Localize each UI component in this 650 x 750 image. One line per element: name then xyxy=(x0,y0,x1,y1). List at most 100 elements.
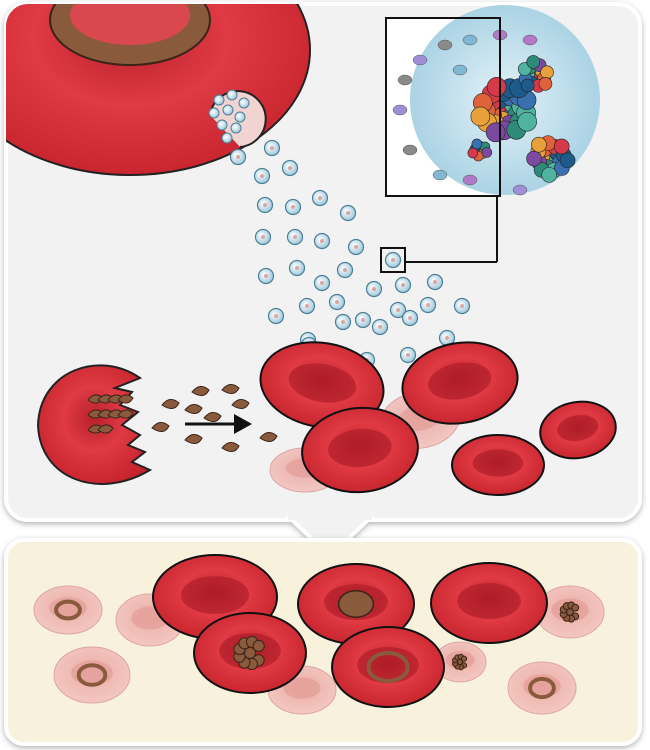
red-blood-cells xyxy=(259,341,617,496)
protein xyxy=(467,147,479,159)
vesicle xyxy=(354,311,372,329)
merozoite xyxy=(259,432,278,442)
protein xyxy=(520,78,535,93)
vesicle-cargo xyxy=(433,280,437,284)
vesicle xyxy=(226,89,238,101)
vesicle-cargo xyxy=(426,303,430,307)
vesicle xyxy=(256,196,274,214)
vesicle-cargo xyxy=(295,266,299,270)
vesicle-cargo xyxy=(320,281,324,285)
schizont xyxy=(452,653,468,671)
merozoite xyxy=(97,424,114,434)
protein xyxy=(517,111,537,132)
merozoite xyxy=(117,394,134,404)
protein xyxy=(531,136,547,153)
red-blood-cell xyxy=(301,406,419,494)
merozoite xyxy=(151,422,170,432)
vesicle-cargo xyxy=(401,283,405,287)
schizont xyxy=(233,635,265,671)
schizont xyxy=(559,601,580,623)
merozoite xyxy=(117,409,134,419)
vesicle-cargo xyxy=(293,235,297,239)
vesicle xyxy=(298,297,316,315)
cell-center xyxy=(472,449,524,477)
molecule xyxy=(522,34,538,46)
molecule xyxy=(512,184,528,196)
protein-cluster xyxy=(526,135,576,183)
vesicle-cargo xyxy=(406,353,410,357)
merozoite xyxy=(191,386,210,396)
merozoite xyxy=(221,384,240,394)
vesicle-cargo xyxy=(396,308,400,312)
vesicle xyxy=(281,159,299,177)
vesicle-cargo xyxy=(341,320,345,324)
red-blood-cell xyxy=(451,434,545,496)
merozoite xyxy=(184,434,203,444)
vesicle xyxy=(213,94,225,106)
vesicle xyxy=(328,293,346,311)
merozoite xyxy=(221,442,240,452)
red-blood-cell xyxy=(297,563,415,645)
budding-vesicles xyxy=(208,89,250,144)
vesicle xyxy=(371,318,389,336)
protein xyxy=(540,65,554,80)
vesicle-cargo xyxy=(288,166,292,170)
protein xyxy=(526,150,542,167)
infected-red-blood-cells xyxy=(33,554,605,715)
cell-center xyxy=(428,362,492,400)
vesicle xyxy=(401,309,419,327)
merozoite xyxy=(571,603,580,612)
merozoite xyxy=(203,412,222,422)
vesicle xyxy=(426,273,444,291)
vesicle xyxy=(208,107,220,119)
red-blood-cell xyxy=(259,341,385,429)
red-blood-cell xyxy=(193,612,307,694)
released-merozoites xyxy=(151,384,278,452)
protein-cluster xyxy=(467,138,493,162)
vesicle xyxy=(288,259,306,277)
vesicle xyxy=(284,198,302,216)
vesicle xyxy=(229,148,247,166)
vesicle-cargo xyxy=(460,304,464,308)
vesicle-cargo xyxy=(372,287,376,291)
vesicle-cargo xyxy=(264,274,268,278)
protein xyxy=(470,106,491,127)
vesicle-cargo xyxy=(318,196,322,200)
vesicle xyxy=(222,104,234,116)
protein xyxy=(471,138,483,150)
molecule xyxy=(397,74,413,86)
vesicle xyxy=(336,261,354,279)
red-blood-cell xyxy=(33,585,103,635)
vesicle xyxy=(221,132,233,144)
vesicle xyxy=(347,238,365,256)
cell-center xyxy=(283,677,321,699)
vesicle-cargo xyxy=(391,258,395,262)
merozoite xyxy=(231,399,250,409)
molecule xyxy=(462,34,478,46)
vesicle xyxy=(365,280,383,298)
vesicle xyxy=(453,297,471,315)
vesicle xyxy=(254,228,272,246)
arrow-icon xyxy=(185,414,252,434)
red-blood-cell xyxy=(433,641,487,683)
vesicle xyxy=(286,228,304,246)
vesicle xyxy=(313,274,331,292)
vesicle-cargo xyxy=(335,300,339,304)
vesicle xyxy=(334,313,352,331)
ruptured-red-blood-cell xyxy=(36,364,153,485)
extracellular-vesicles xyxy=(229,139,471,369)
red-blood-cell xyxy=(535,585,605,639)
vesicle xyxy=(419,296,437,314)
vesicle xyxy=(399,346,417,364)
vesicle-cargo xyxy=(291,205,295,209)
vesicle xyxy=(263,139,281,157)
protein xyxy=(559,152,576,169)
red-blood-cell xyxy=(401,341,519,425)
vesicle-cargo xyxy=(320,239,324,243)
vesicle-cargo xyxy=(346,211,350,215)
vesicle xyxy=(267,307,285,325)
vesicle-cargo xyxy=(408,316,412,320)
protein xyxy=(553,138,570,155)
protein xyxy=(526,55,541,69)
